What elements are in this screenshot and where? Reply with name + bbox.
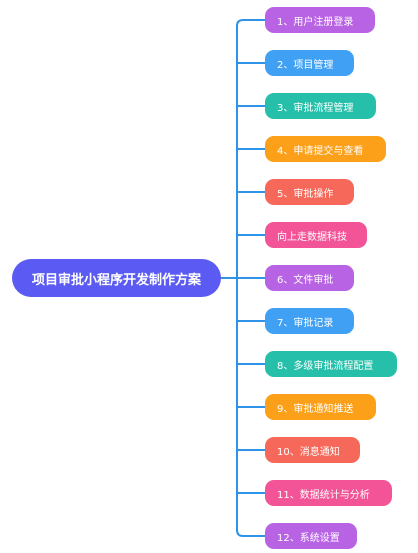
branch-node-document-approval: 6、文件审批 [265,265,354,291]
branch-node-system-settings: 12、系统设置 [265,523,357,549]
branch-node-data-statistics-analysis: 11、数据统计与分析 [265,480,392,506]
branch-node-application-submission-viewing: 4、申请提交与查看 [265,136,386,162]
branch-connector [236,19,266,27]
branch-node-project-management: 2、项目管理 [265,50,354,76]
branch-node-multilevel-workflow-config: 8、多级审批流程配置 [265,351,397,377]
branch-node-approval-notification-push: 9、审批通知推送 [265,394,376,420]
branch-node-message-notifications: 10、消息通知 [265,437,360,463]
branch-node-approval-operations: 5、审批操作 [265,179,354,205]
branch-node-approval-workflow-management: 3、审批流程管理 [265,93,376,119]
branch-node-approval-records: 7、审批记录 [265,308,354,334]
branch-connector [236,529,266,537]
root-node: 项目审批小程序开发制作方案 [12,259,221,297]
branch-node-company-name: 向上走数据科技 [265,222,367,248]
branch-node-user-registration-login: 1、用户注册登录 [265,7,375,33]
